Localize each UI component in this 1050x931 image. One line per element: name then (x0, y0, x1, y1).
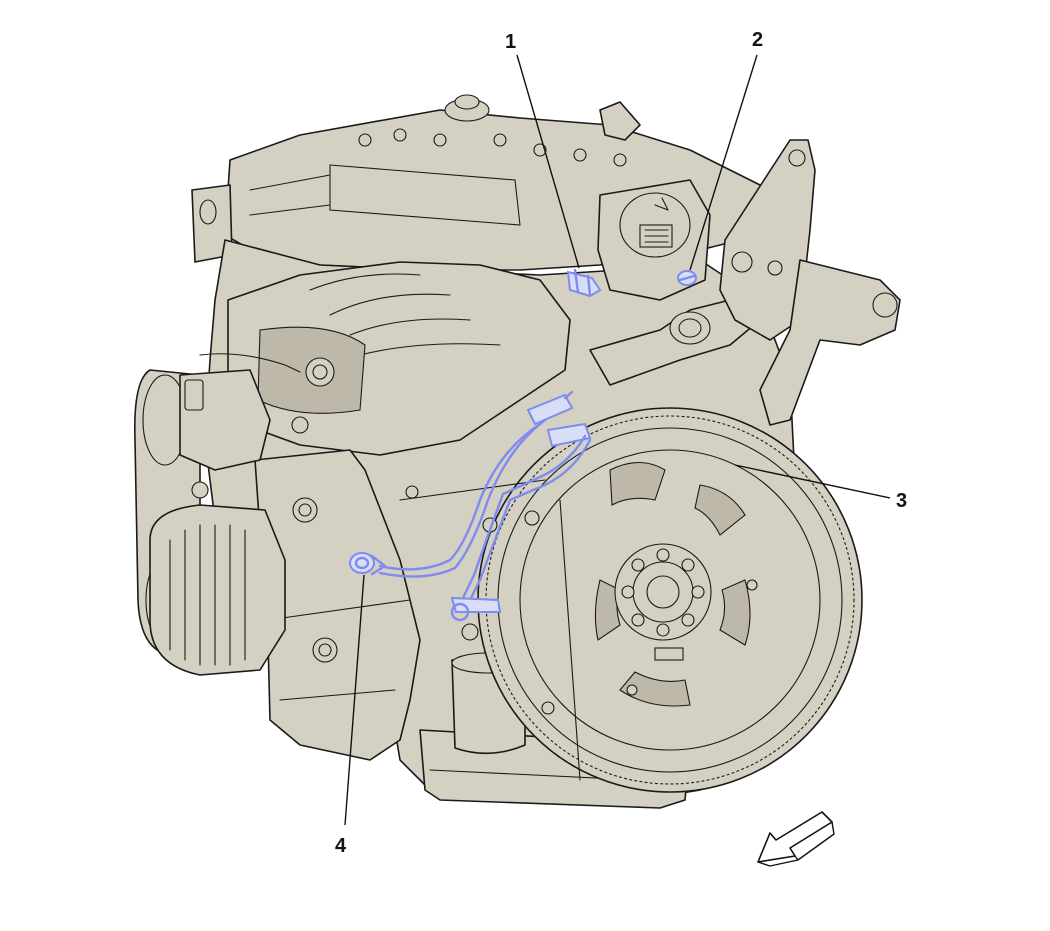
callout-2: 2 (752, 29, 763, 51)
flywheel (477, 407, 863, 793)
sensor-4 (349, 552, 387, 576)
leader-1 (516, 54, 580, 269)
sensor-1 (566, 268, 602, 298)
coil-rail (329, 164, 521, 226)
sensor-2 (677, 270, 697, 286)
callout-numbers: 1 2 3 4 (335, 29, 907, 857)
sensor-3-harness (378, 390, 592, 622)
callout-4: 4 (335, 835, 347, 857)
callout-leaders (344, 54, 891, 826)
highlighted-sensors (349, 268, 697, 622)
transmission-adapter (759, 259, 901, 426)
arrow-icon (757, 811, 835, 867)
pcv-fitting (599, 101, 641, 141)
leader-2 (689, 54, 758, 271)
leader-4 (344, 574, 365, 826)
engine-assembly (133, 94, 901, 809)
callout-3: 3 (896, 490, 907, 512)
alternator (149, 504, 286, 676)
valve-cover-bolts (358, 128, 627, 167)
callout-1: 1 (505, 31, 516, 53)
leader-3 (734, 464, 891, 499)
